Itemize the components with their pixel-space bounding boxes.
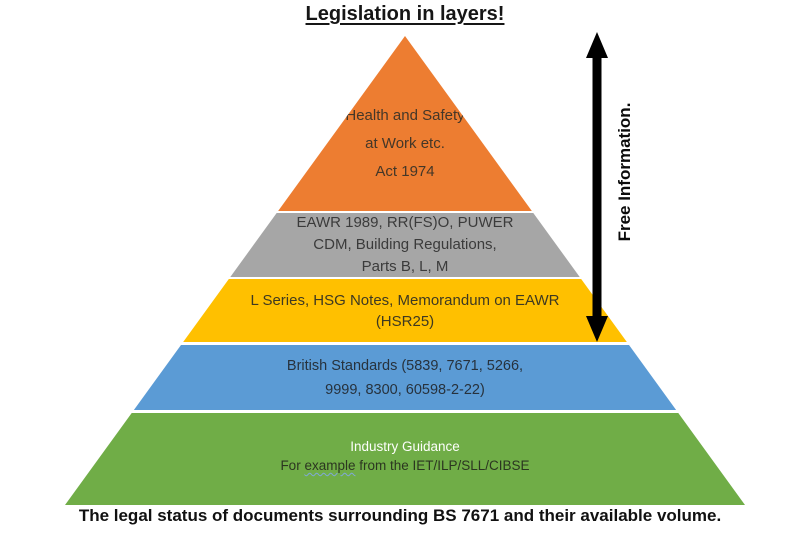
layer-text-health-safety-act: Health and Safety at Work etc. Act 1974 (345, 102, 464, 186)
pyramid-layer-british-standards: British Standards (5839, 7671, 5266, 999… (65, 345, 745, 410)
slide-caption: The legal status of documents surroundin… (78, 506, 722, 525)
layer-line: Parts B, L, M (361, 258, 449, 275)
industry-guidance-detail: For example from the IET/ILP/SLL/CIBSE (280, 456, 529, 475)
layer-text-british-standards: British Standards (5839, 7671, 5266, 999… (287, 354, 523, 402)
layer-text-statutory-regulations: EAWR 1989, RR(FS)O, PUWER CDM, Building … (297, 212, 514, 278)
layer-line: Act 1974 (375, 163, 435, 180)
pyramid-layer-statutory-regulations: EAWR 1989, RR(FS)O, PUWER CDM, Building … (65, 213, 745, 277)
arrow-shape (586, 32, 608, 342)
detail-prefix: For (280, 458, 305, 473)
layer-line: (HSR25) (375, 312, 435, 330)
layer-line: Health and Safety (345, 107, 465, 124)
detail-suffix: from the IET/ILP/SLL/CIBSE (355, 458, 530, 473)
layer-line: 9999, 8300, 60598-2-22) (325, 381, 485, 398)
industry-guidance-heading: Industry Guidance (350, 439, 460, 454)
legislation-pyramid: Health and Safety at Work etc. Act 1974 … (65, 36, 745, 505)
page-title: Legislation in layers! (305, 3, 505, 25)
spellcheck-marked-word: example (304, 458, 356, 473)
layer-text-hse-guidance: L Series, HSG Notes, Memorandum on EAWR … (251, 290, 560, 332)
double-headed-arrow-icon (586, 32, 608, 342)
layer-line: British Standards (5839, 7671, 5266, (286, 357, 524, 374)
layer-line: L Series, HSG Notes, Memorandum on EAWR (250, 291, 560, 309)
layer-line: EAWR 1989, RR(FS)O, PUWER (296, 214, 514, 231)
pyramid-layer-hse-guidance: L Series, HSG Notes, Memorandum on EAWR … (65, 279, 745, 342)
layer-line: CDM, Building Regulations, (313, 236, 497, 253)
free-information-label: Free Information. (615, 102, 634, 242)
layer-line: at Work etc. (365, 135, 445, 152)
pyramid-layer-industry-guidance: Industry Guidance For example from the I… (65, 413, 745, 505)
pyramid-layer-health-safety-act: Health and Safety at Work etc. Act 1974 (65, 36, 745, 211)
